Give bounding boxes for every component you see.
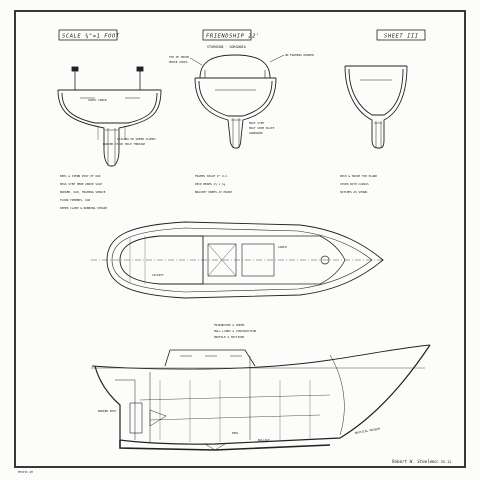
mid-label-mast-step: MAST STEP [249,121,264,125]
mid-label-framing: ON FRAMING RUDDER [285,53,314,57]
notes-right: DECK & HOUSE TOP PLANK COVER WITH CANVAS… [340,174,377,194]
footer-left-code: MYSTIC.NY [18,470,33,474]
section-left [57,66,162,167]
profile-stamp: NAUTICAL MUSEUM [354,427,380,435]
note-mid-1: FRAMES SPACE 9" O.C. [195,174,229,178]
note-mid-3: BRACKET KNEES AT HOUSE [195,190,232,194]
mid-label-top-house: TOP OF HOUSE [169,55,190,59]
mid-label-garboard: GARBOARD [249,131,263,135]
profile-label-ballast: BALLAST [258,438,270,442]
mid-label-house-sides: HOUSE SIDES [169,60,188,64]
sheet-label: SHEET III [384,34,419,40]
profile-header-3: PROFILE & SECTIONS [214,335,245,339]
note-left-3: RUDDER, OAK, FRAMING SPRUCE [60,190,106,194]
left-section-label-1: CUDDY CABIN [88,98,107,102]
profile-view [91,344,431,451]
footer-drawing-number: RSC 35.12 [432,460,451,464]
section-middle [189,54,285,149]
note-mid-2: DECK BEAMS 1½ x 1¼ [195,182,226,187]
plan-label-cockpit: COCKPIT [152,273,164,277]
notes-left: KEEL & STERN POST OF OAK MASS STEP HERE … [60,174,107,210]
title-box: FRIENDSHIP 22' [202,29,260,41]
title-label: FRIENDSHIP 22' [206,34,260,40]
note-left-1: KEEL & STERN POST OF OAK [60,174,101,178]
note-left-5: SHEER CLAMP & RUBBING STRAKE [60,206,107,210]
mid-label-shoe: MAST SHOE PLATE [249,126,275,130]
profile-header-1: FRIENDSHIP & SHEER [214,323,245,327]
profile-label-rudder-post: RUDDER POST [98,409,117,413]
left-section-label-2: CEILING OR SHEER CLAMPS [117,137,156,141]
note-right-1: DECK & HOUSE TOP PLANK [340,174,377,178]
plan-view [91,221,385,299]
profile-header: FRIENDSHIP & SHEER HULL LINES & CONSTRUC… [214,323,256,339]
scale-label: SCALE ¾"=1 FOOT [62,34,120,40]
note-right-2: COVER WITH CANVAS [340,182,369,186]
plan-label-cabin: CABIN [278,245,287,249]
note-right-3: HATCHES AS SHOWN [340,190,367,194]
note-left-2: MASS STEP HERE ABOVE SOLE [60,182,102,186]
profile-header-2: HULL LINES & CONSTRUCTION [214,329,256,333]
left-section-label-3: RUDDER STOCK HOLE THROUGH [103,142,145,146]
footer-signature: Robert W. Steele [392,459,433,464]
notes-middle: FRAMES SPACE 9" O.C. DECK BEAMS 1½ x 1¼ … [195,174,232,194]
scale-box: SCALE ¾"=1 FOOT [58,29,120,41]
section-right [344,65,408,149]
sheet-border [14,10,466,468]
note-left-4: FLOOR TIMBERS, OAK [60,198,91,202]
profile-label-keel: KEEL [232,431,239,435]
subtitle-label: STURGEON · GORGONIA [207,45,246,49]
sheet-box: SHEET III [376,29,426,41]
